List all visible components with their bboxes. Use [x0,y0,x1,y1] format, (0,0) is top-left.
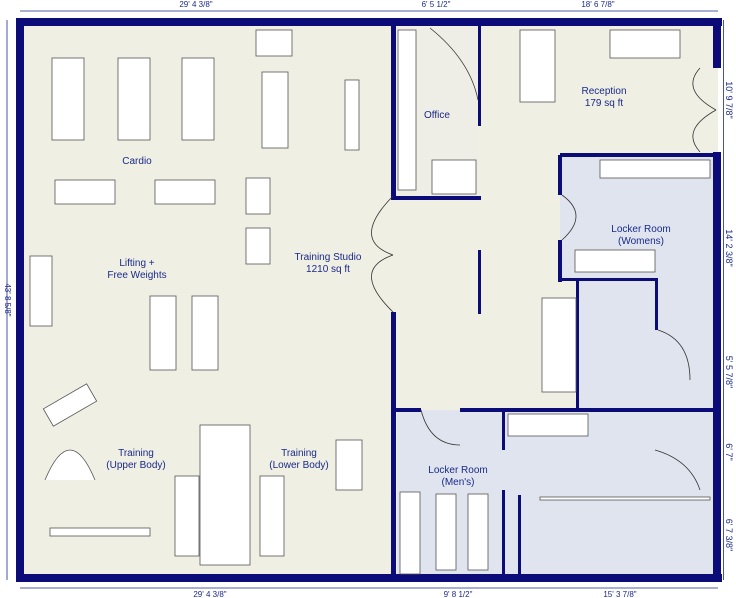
treadmill [51,57,85,141]
treadmill [181,57,215,141]
office-shelf [397,29,417,191]
building-fixtures [397,29,711,575]
machine [344,79,360,151]
sofa [609,29,681,59]
office-desk [431,159,477,195]
dim-bottom-3: 15' 3 7/8" [603,590,636,598]
walls [16,18,722,582]
dim-right-1: 10' 9 7/8" [724,81,734,118]
room-label-womens-1: Locker Room [611,224,670,235]
dim-top-3: 18' 6 7/8" [581,0,614,9]
womens-shower-floor [578,280,718,410]
dim-top-2: 6' 5 1/2" [422,0,451,9]
bench-incline [42,383,98,427]
bench [174,475,200,557]
room-label-upper-2: (Upper Body) [106,460,165,471]
dumbbell-rack [245,227,271,265]
room-label-mens-2: (Men's) [441,477,474,488]
leg-machine [335,439,363,491]
bench [467,493,489,571]
room-label-mens-1: Locker Room [428,465,487,476]
shower-divider [539,496,711,501]
dimension-lines [6,10,724,589]
room-label-studio: Training Studio [295,252,362,263]
weight-rack [54,179,116,205]
dim-left: 43' 8 5/8" [3,283,12,316]
reception-desk [519,29,556,103]
squat-rack [199,424,251,566]
room-area-studio: 1210 sq ft [306,264,350,275]
room-area-reception: 179 sq ft [585,98,624,109]
sinks [507,413,589,437]
bench [255,29,293,57]
bench [261,71,289,149]
dim-right-5: 6' 7 3/8" [724,519,734,551]
treadmill [117,57,151,141]
dim-right-4: 6' 7" [724,443,734,460]
bench [149,295,177,371]
room-label-lower-1: Training [281,448,317,459]
room-label-upper-1: Training [118,448,154,459]
sinks [574,249,656,273]
gym-equipment [29,29,363,566]
door-swings [371,27,717,491]
room-label-reception: Reception [581,86,626,97]
barbell [49,527,151,537]
dim-bottom-2: 9' 8 1/2" [444,590,473,598]
bench [435,493,457,571]
room-label-cardio: Cardio [122,156,152,167]
cable-machine [44,449,96,481]
dim-bottom-1: 29' 4 3/8" [193,590,226,598]
dim-right-2: 14' 2 3/8" [724,229,734,266]
bench [191,295,219,371]
dim-top-1: 29' 4 3/8" [179,0,212,9]
plate-rack [29,255,53,327]
room-label-lifting-1: Lifting + [119,258,154,269]
dumbbell-rack [245,177,271,215]
weight-rack [154,179,216,205]
lockers [399,491,421,575]
bench [259,475,285,557]
room-label-office: Office [424,110,450,121]
room-label-lower-2: (Lower Body) [269,460,328,471]
room-label-lifting-2: Free Weights [107,270,166,281]
bench-seating [541,297,577,393]
lockers [599,159,711,179]
room-label-womens-2: (Womens) [618,236,664,247]
dim-right-3: 5' 5 7/8" [724,356,734,388]
